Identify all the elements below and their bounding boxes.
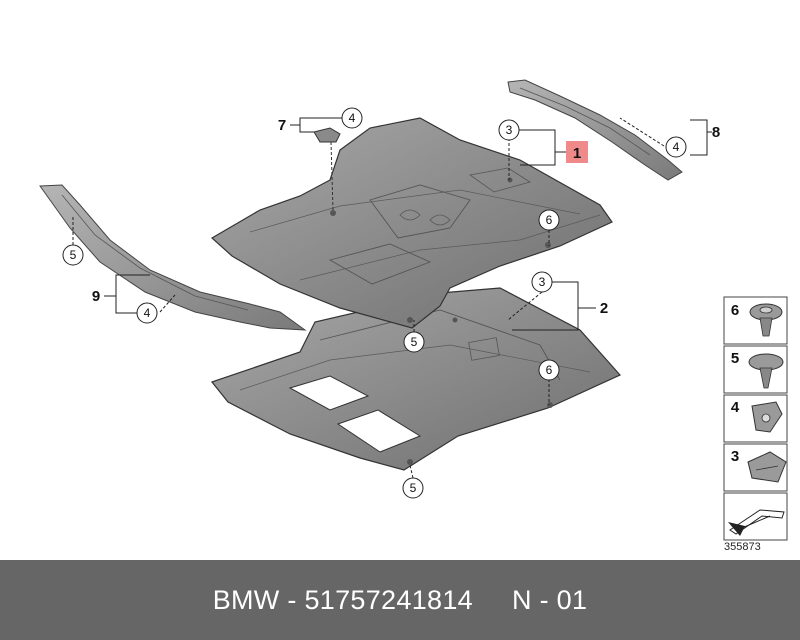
leader-lines: [72, 117, 712, 479]
part-number-1: 1: [573, 145, 581, 162]
legend-item-4: 4: [723, 394, 788, 443]
cover-plate-arrow-icon: [728, 509, 785, 536]
svg-text:5: 5: [410, 481, 417, 495]
callout-5-left: 5: [62, 244, 84, 266]
svg-text:3: 3: [539, 275, 546, 289]
callout-4-part7: 4: [341, 107, 363, 129]
callouts: 4 3 6 4 3 6 5 4: [62, 107, 687, 499]
svg-text:4: 4: [673, 140, 680, 154]
diagram-number: 355873: [724, 541, 761, 553]
callout-6-top: 6: [538, 209, 560, 231]
right-reinforcement-strip: [507, 79, 683, 181]
callout-3-bottom: 3: [531, 271, 553, 293]
lower-underbody-panel: [210, 287, 621, 471]
svg-text:3: 3: [731, 448, 739, 465]
svg-text:6: 6: [731, 302, 739, 319]
svg-text:5: 5: [411, 335, 418, 349]
legend-item-3: 3: [723, 443, 788, 492]
self-tapping-screw-icon: [747, 451, 787, 483]
upper-underbody-panel: [210, 117, 613, 329]
svg-text:6: 6: [546, 213, 553, 227]
svg-text:4: 4: [144, 306, 151, 320]
expanding-rivet-icon: [748, 353, 784, 389]
callout-3-top: 3: [498, 119, 520, 141]
part-number-9: 9: [92, 288, 100, 305]
fastener-legend: 6 5 4 3: [723, 296, 788, 541]
callout-4-part8: 4: [665, 136, 687, 158]
parts-diagram: 4 3 6 4 3 6 5 4: [39, 79, 788, 541]
callout-5-mid: 5: [403, 331, 425, 353]
footer-part-number: BMW - 51757241814 N - 01: [212, 584, 588, 615]
callout-4-part9: 4: [136, 302, 158, 324]
legend-item-5: 5: [723, 345, 788, 394]
small-bracket: [313, 127, 341, 211]
callout-5-bottom: 5: [402, 477, 424, 499]
footer-banner: BMW - 51757241814 N - 01: [0, 560, 800, 640]
left-reinforcement-strip: [39, 184, 307, 331]
spring-nut-icon: [751, 401, 783, 433]
callout-6-bottom: 6: [538, 359, 560, 381]
part-number-7: 7: [278, 117, 286, 134]
legend-item-6: 6: [723, 296, 788, 345]
legend-item-cover: [723, 492, 788, 541]
part-1-highlight: [566, 141, 588, 163]
svg-text:6: 6: [546, 363, 553, 377]
part-numbers: 1 2 7 8 9: [92, 117, 720, 317]
svg-text:5: 5: [70, 248, 77, 262]
svg-text:4: 4: [731, 399, 740, 416]
svg-text:5: 5: [731, 350, 739, 367]
part-number-2: 2: [600, 300, 608, 317]
svg-text:3: 3: [506, 123, 513, 137]
svg-text:4: 4: [349, 111, 356, 125]
part-number-8: 8: [712, 124, 720, 141]
push-clip-icon: [749, 303, 783, 337]
